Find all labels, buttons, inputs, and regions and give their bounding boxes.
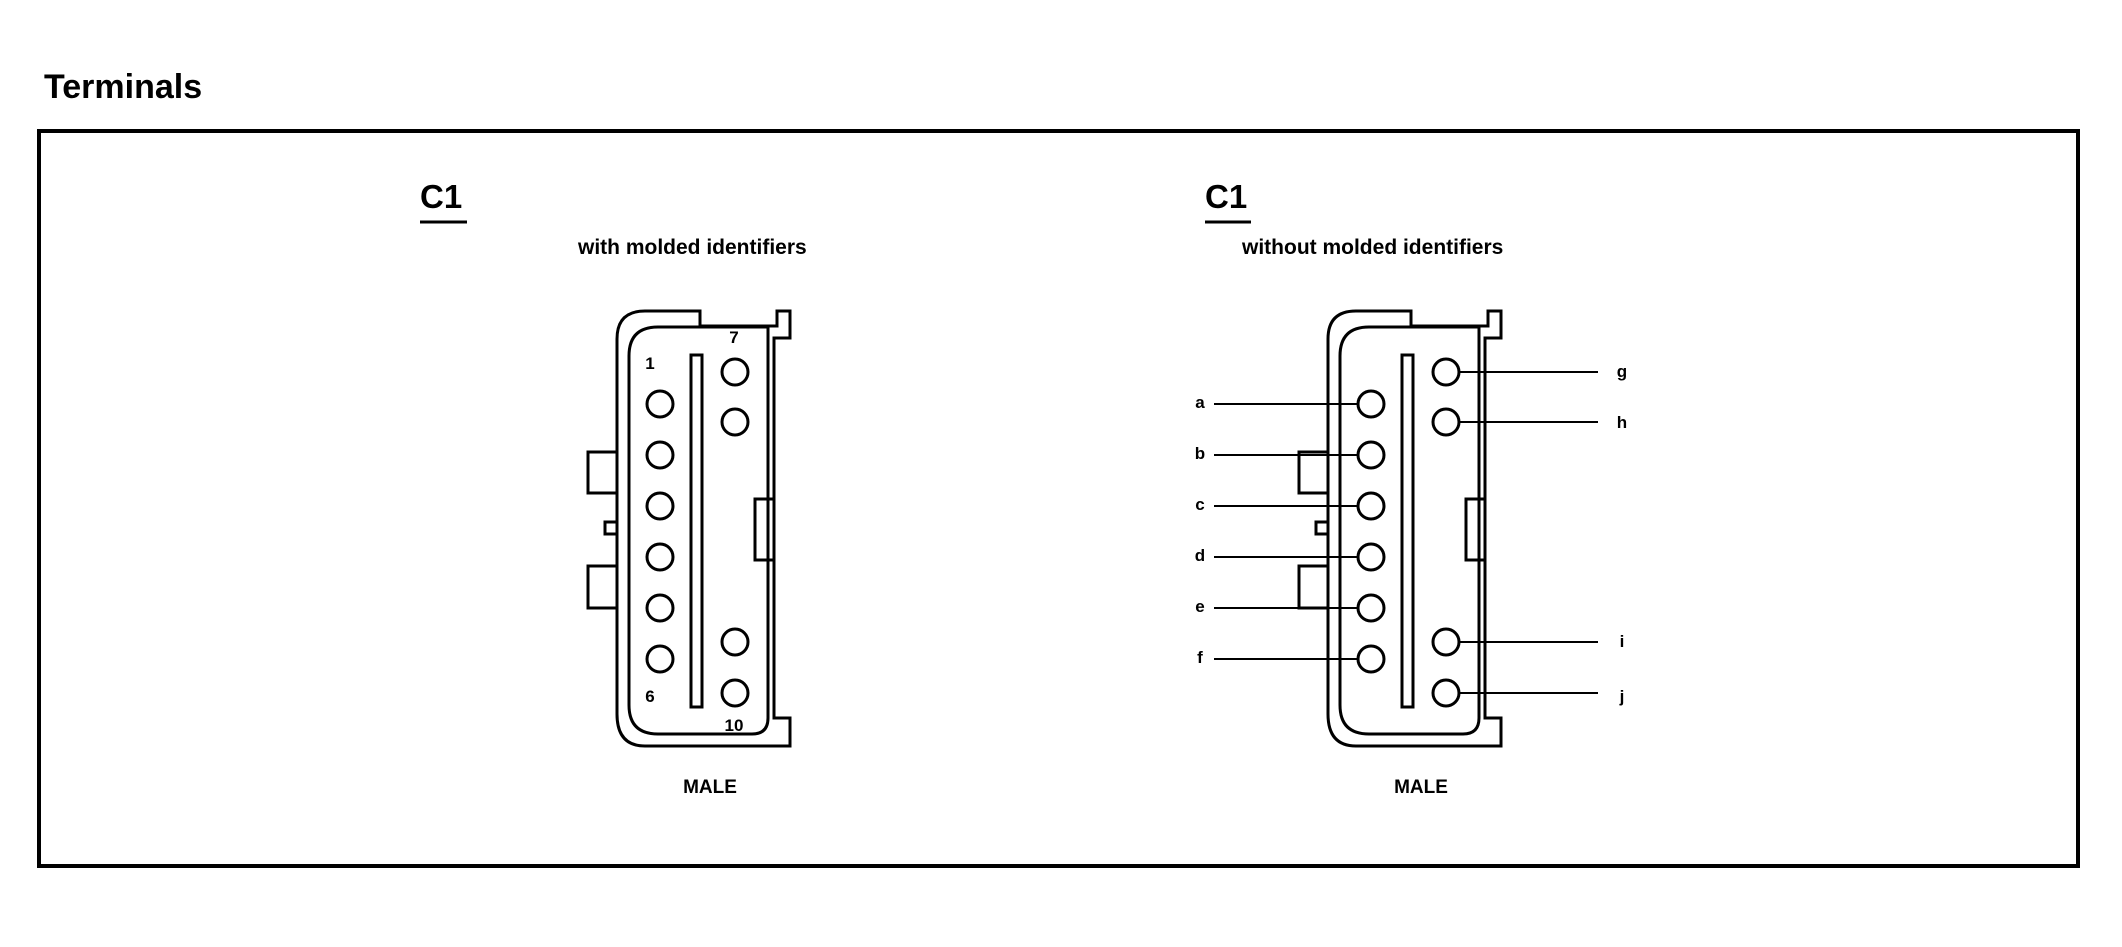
pin-c xyxy=(1356,491,1386,521)
pins-right xyxy=(1356,357,1461,708)
pin-10 xyxy=(720,678,750,708)
connector-housing-right xyxy=(1297,309,1503,748)
pin-letter-b: b xyxy=(1195,444,1205,463)
pin-8 xyxy=(720,407,750,437)
pins-left xyxy=(645,357,750,708)
connector-gender-left: MALE xyxy=(683,777,737,798)
pin-number-6: 6 xyxy=(645,687,654,706)
pin-letter-f: f xyxy=(1197,648,1203,667)
connector-label-right: C1 xyxy=(1205,178,1247,215)
pin-7 xyxy=(720,357,750,387)
pin-e xyxy=(1356,593,1386,623)
pin-number-10: 10 xyxy=(725,716,744,735)
connector-subtitle-right: without molded identifiers xyxy=(1241,236,1503,259)
pin-number-7: 7 xyxy=(729,328,738,347)
pin-letter-i: i xyxy=(1620,632,1625,651)
pin-letter-j: j xyxy=(1619,687,1625,706)
pin-letter-h: h xyxy=(1617,413,1627,432)
pin-5 xyxy=(645,593,675,623)
connector-gender-right: MALE xyxy=(1394,777,1448,798)
pin-number-1: 1 xyxy=(645,354,654,373)
pin-letter-g: g xyxy=(1617,362,1627,381)
connector-housing-left xyxy=(586,309,792,748)
pin-leader-lines xyxy=(1214,371,1598,694)
diagram-frame xyxy=(37,129,2080,868)
connector-label-left: C1 xyxy=(420,178,462,215)
pin-2 xyxy=(645,440,675,470)
pin-3 xyxy=(645,491,675,521)
pin-1 xyxy=(645,389,675,419)
pin-6 xyxy=(645,644,675,674)
connector-subtitle-left: with molded identifiers xyxy=(577,236,807,259)
pin-letter-d: d xyxy=(1195,546,1205,565)
pin-letter-a: a xyxy=(1195,393,1205,412)
pin-j xyxy=(1431,678,1461,708)
pin-g xyxy=(1431,357,1461,387)
pin-9 xyxy=(720,627,750,657)
page-title: Terminals xyxy=(44,68,203,106)
pin-a xyxy=(1356,389,1386,419)
pin-letter-c: c xyxy=(1195,495,1204,514)
pin-d xyxy=(1356,542,1386,572)
pin-b xyxy=(1356,440,1386,470)
pin-f xyxy=(1356,644,1386,674)
pin-i xyxy=(1431,627,1461,657)
pin-letter-e: e xyxy=(1195,597,1204,616)
pin-h xyxy=(1431,407,1461,437)
pin-4 xyxy=(645,542,675,572)
